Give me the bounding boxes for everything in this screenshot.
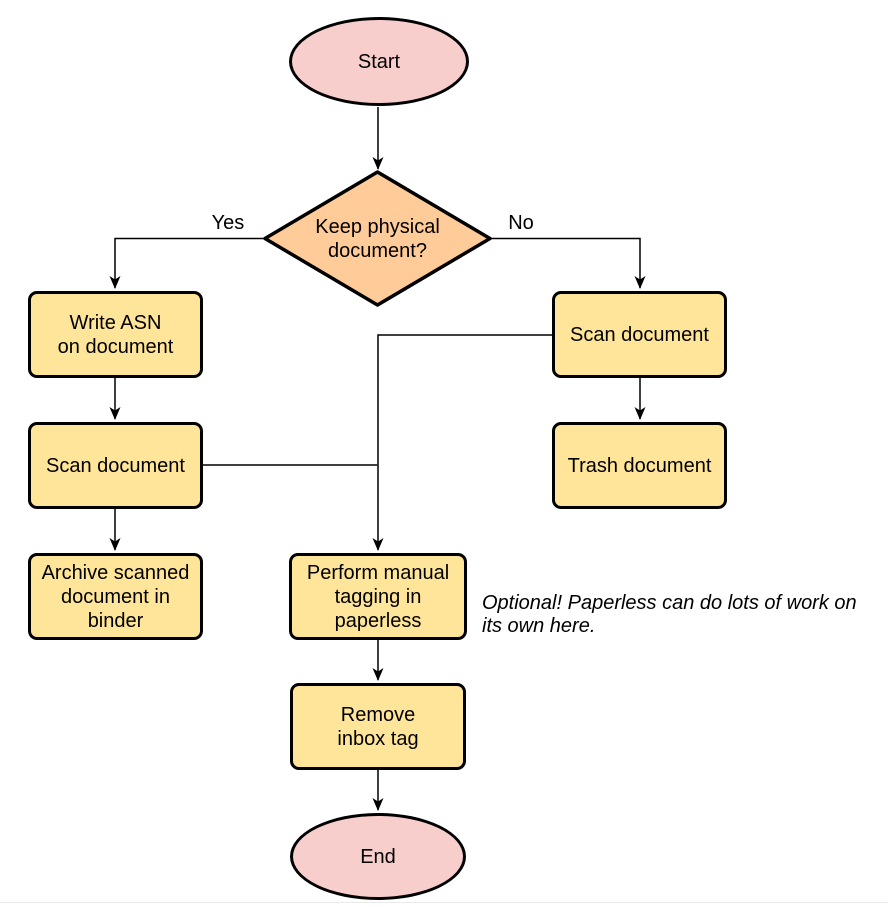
scan-document-left-node-label: Scan document — [46, 454, 185, 477]
archive-node-label: Archive scanned document in binder — [41, 561, 190, 632]
edge-label-yes: Yes — [211, 212, 245, 234]
bottom-divider — [0, 902, 888, 903]
edge-scan-right-to-perform — [372, 334, 553, 551]
scan-document-left-node: Scan document — [28, 422, 203, 509]
remove-inbox-tag-node: Remove inbox tag — [290, 683, 466, 770]
trash-document-node: Trash document — [552, 422, 727, 509]
decision-node-label: Keep physical document? — [315, 215, 440, 262]
manual-tagging-node: Perform manual tagging in paperless — [289, 553, 467, 640]
edge-label-no: No — [508, 212, 534, 234]
remove-inbox-tag-node-label: Remove inbox tag — [337, 703, 419, 750]
start-node: Start — [289, 17, 469, 106]
optional-note: Optional! Paperless can do lots of work … — [482, 592, 857, 637]
edge-decision-no-to-scan-right — [489, 237, 646, 289]
manual-tagging-node-label: Perform manual tagging in paperless — [306, 561, 450, 632]
end-node: End — [290, 813, 466, 900]
write-asn-node-label: Write ASN on document — [57, 311, 174, 358]
trash-document-node-label: Trash document — [567, 454, 712, 477]
start-node-label: Start — [357, 50, 401, 73]
scan-document-right-node-label: Scan document — [570, 323, 709, 346]
scan-document-right-node: Scan document — [552, 291, 727, 378]
write-asn-node: Write ASN on document — [28, 291, 203, 378]
archive-node: Archive scanned document in binder — [28, 553, 203, 640]
decision-diamond — [263, 170, 492, 307]
end-node-label: End — [360, 845, 396, 868]
edge-decision-yes-to-write-asn — [109, 237, 266, 289]
